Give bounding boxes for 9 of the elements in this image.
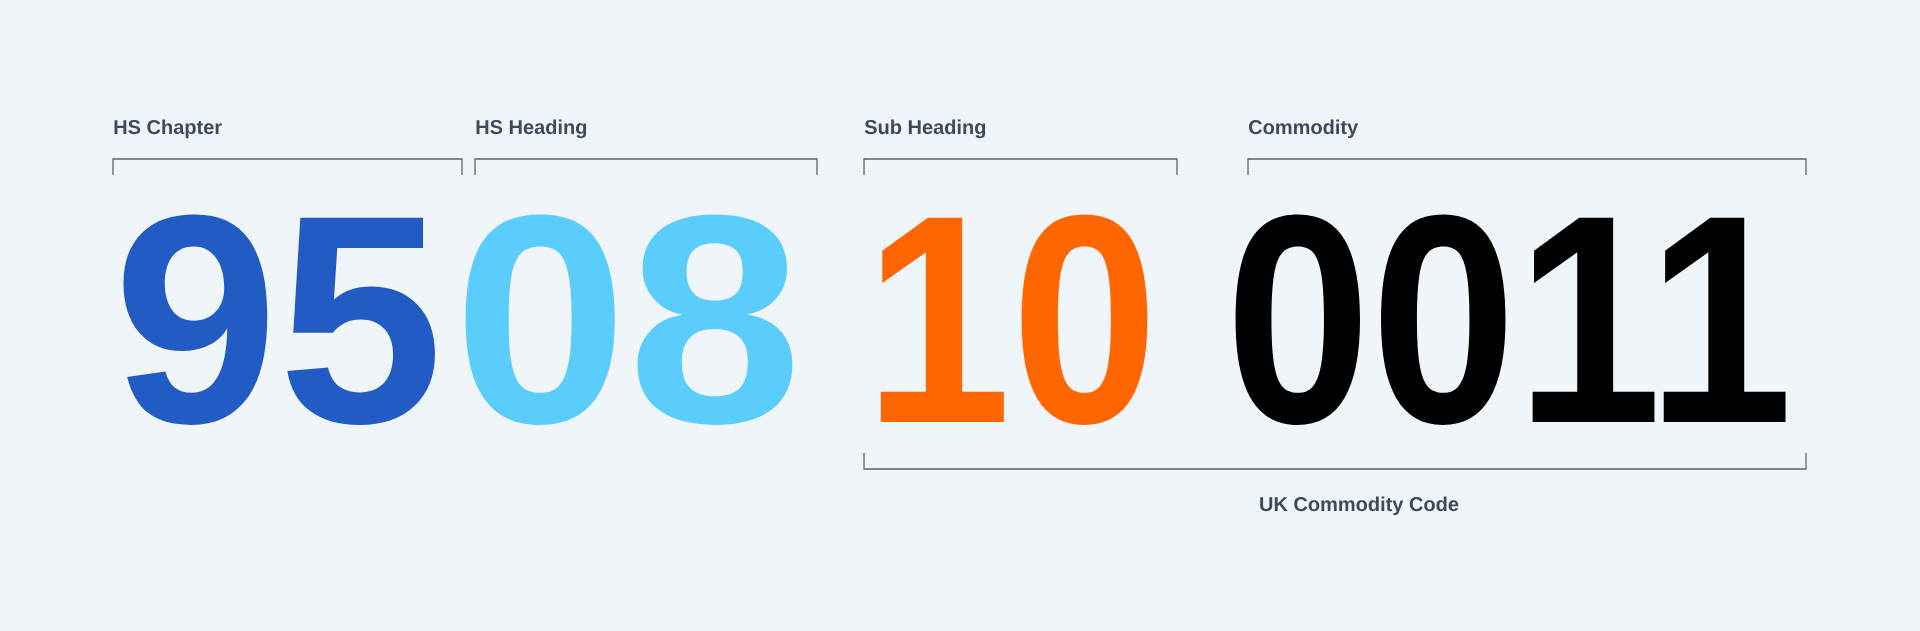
section-label: Sub Heading — [864, 119, 986, 139]
code-digits: 10 — [880, 214, 1148, 425]
section-label: HS Heading — [476, 119, 587, 139]
bracket-label: UK Commodity Code — [1260, 496, 1459, 516]
code-digits: 08 — [465, 214, 793, 425]
section-label: Commodity — [1249, 119, 1359, 139]
code-digits: 0011 — [1235, 214, 1786, 425]
section-label: HS Chapter — [114, 119, 222, 139]
code-digits: 95 — [123, 214, 435, 425]
